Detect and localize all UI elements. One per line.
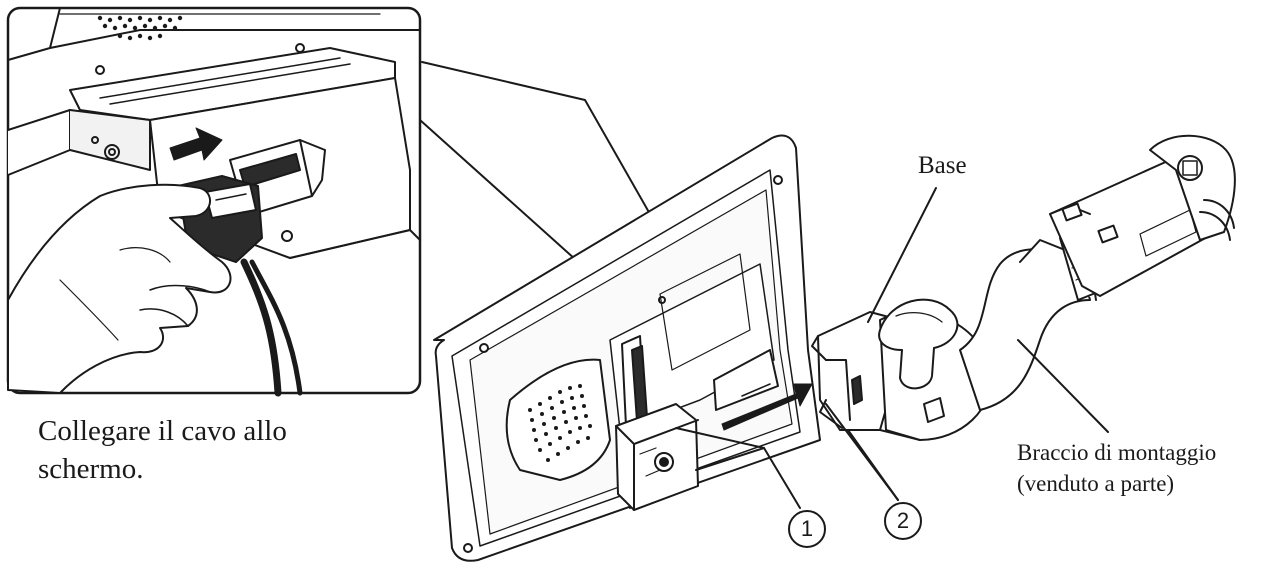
mounting-arm xyxy=(959,134,1236,411)
callout-1: 1 xyxy=(788,510,826,548)
caption-line-2: schermo. xyxy=(38,453,144,485)
base-unit xyxy=(811,298,992,441)
inset-grille xyxy=(97,15,183,41)
inset-panel xyxy=(6,6,422,397)
callout-2: 2 xyxy=(884,502,922,540)
label-mounting-arm: Braccio di montaggio (venduto a parte) xyxy=(1017,437,1216,499)
display-unit xyxy=(433,134,821,562)
label-arm-line-2: (venduto a parte) xyxy=(1017,471,1175,496)
base-leader xyxy=(867,187,937,323)
label-arm-line-1: Braccio di montaggio xyxy=(1017,440,1217,465)
callout-2-leader-b xyxy=(847,429,899,501)
callout-1-leader-b xyxy=(695,447,765,471)
arm-leader xyxy=(1017,339,1109,433)
insert-arrow xyxy=(721,383,813,431)
hand xyxy=(7,183,232,394)
caption-line-1: Collegare il cavo allo xyxy=(38,415,287,447)
label-base: Base xyxy=(918,152,967,179)
caption-text: Collegare il cavo allo schermo. xyxy=(38,412,287,488)
knob xyxy=(878,298,959,390)
